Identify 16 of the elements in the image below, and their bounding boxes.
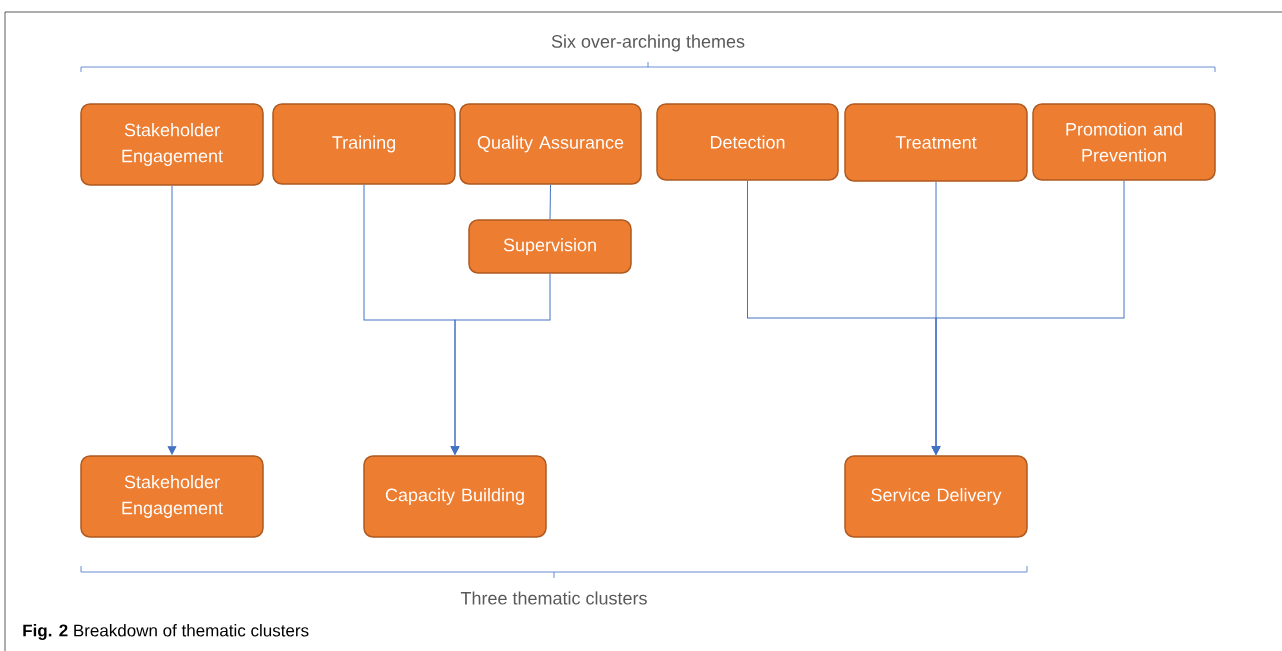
connector-arrow (931, 180, 1125, 455)
process-box: Quality Assurance (459, 103, 642, 185)
group-label: Three thematic clusters (460, 591, 647, 605)
process-box: Stakeholder Engagement (80, 455, 264, 538)
group-label: Six over-arching themes (551, 34, 745, 52)
process-box: Service Delivery (844, 455, 1028, 538)
process-box: Promotion and Prevention (1032, 103, 1216, 181)
process-box: Detection (656, 103, 839, 181)
connector-arrow (167, 185, 177, 455)
process-box: Stakeholder Engagement (80, 103, 264, 186)
process-box: Supervision (468, 219, 632, 274)
process-box: Treatment (844, 103, 1028, 182)
process-box: Capacity Building (363, 455, 547, 538)
process-box: Training (272, 103, 456, 185)
connector-arrow (450, 273, 551, 455)
figure-caption: Fig. 2 Breakdown of thematic clusters (23, 624, 309, 640)
